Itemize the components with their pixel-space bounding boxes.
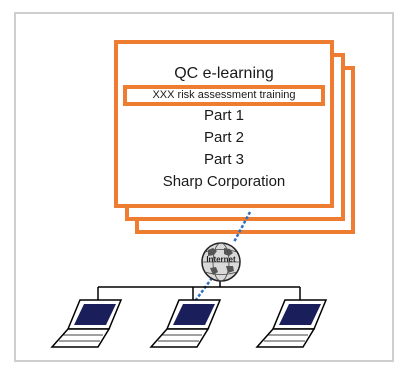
part-3-label: Part 3	[203, 151, 245, 168]
card-link-line	[232, 211, 252, 243]
globe-icon	[201, 242, 241, 282]
part-2-label: Part 2	[203, 129, 245, 146]
part-1-label: Part 1	[203, 107, 245, 124]
course-title: QC e-learning	[174, 65, 274, 82]
laptop-icon-left	[50, 299, 123, 348]
internet-label: Internet	[206, 255, 236, 264]
laptop-icon-middle	[149, 299, 222, 348]
laptop-icon-right	[255, 299, 328, 348]
course-subtitle-highlight: XXX risk assessment training	[123, 85, 325, 106]
course-card: QC e-learning XXX risk assessment traini…	[114, 40, 334, 208]
organization-label: Sharp Corporation	[162, 173, 286, 190]
